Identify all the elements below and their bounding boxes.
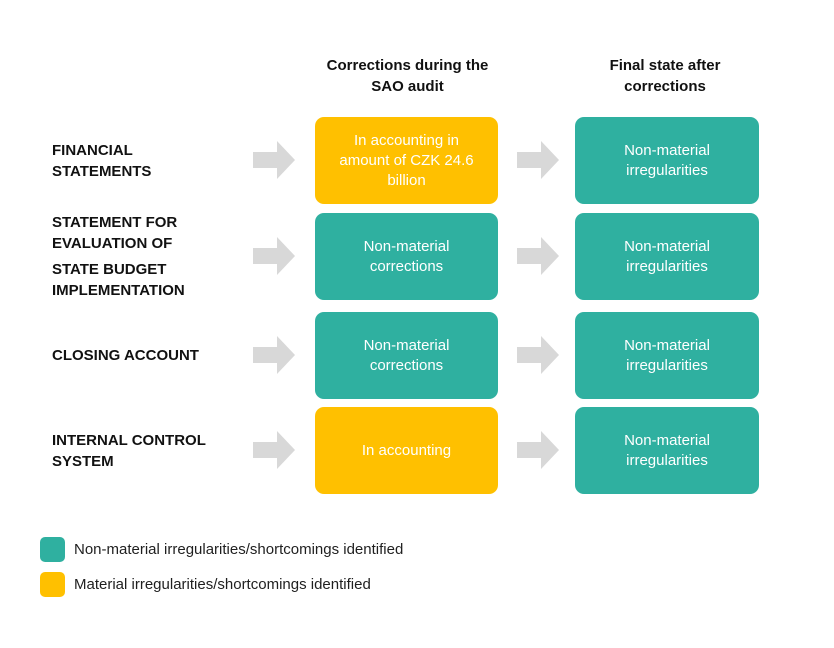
column-header-final-state: Final state after corrections [609,57,721,95]
correction-box: In accounting in amount of CZK 24.6 bill… [315,117,498,204]
row-label-text: INTERNAL CONTROL SYSTEM [52,431,206,470]
row-label: STATEMENT FOR EVALUATION OF STATE BUDGET… [52,213,252,300]
row-label: CLOSING ACCOUNT [52,312,252,399]
legend-label: Non-material irregularities/shortcomings… [74,541,404,558]
correction-box: In accounting [315,407,498,494]
row-label-text-2: STATE BUDGET IMPLEMENTATION [52,261,185,299]
right-arrow-icon [517,336,559,374]
right-arrow-icon [253,237,295,275]
row-label: FINANCIAL STATEMENTS [52,117,252,204]
correction-box: Non-material corrections [315,312,498,399]
legend-item-non-material: Non-material irregularities/shortcomings… [40,537,403,562]
final-state-box: Non-material irregularities [575,117,759,204]
row-statement-evaluation: STATEMENT FOR EVALUATION OF STATE BUDGET… [0,213,834,300]
row-label-text: FINANCIAL STATEMENTS [52,141,152,180]
final-state-box: Non-material irregularities [575,407,759,494]
final-state-box: Non-material irregularities [575,213,759,300]
row-internal-control-system: INTERNAL CONTROL SYSTEM In accounting No… [0,407,834,494]
right-arrow-icon [517,141,559,179]
right-arrow-icon [517,237,559,275]
correction-box: Non-material corrections [315,213,498,300]
row-label-text: CLOSING ACCOUNT [52,347,199,364]
right-arrow-icon [517,431,559,469]
row-closing-account: CLOSING ACCOUNT Non-material corrections… [0,312,834,399]
row-label-text: STATEMENT FOR EVALUATION OF [52,214,178,252]
legend-swatch-yellow [40,572,65,597]
column-header-corrections-during-audit: Corrections during the SAO audit [326,57,489,95]
right-arrow-icon [253,336,295,374]
row-label: INTERNAL CONTROL SYSTEM [52,407,252,494]
right-arrow-icon [253,431,295,469]
row-financial-statements: FINANCIAL STATEMENTS In accounting in am… [0,117,834,204]
legend-label: Material irregularities/shortcomings ide… [74,576,371,593]
right-arrow-icon [253,141,295,179]
legend-swatch-teal [40,537,65,562]
legend-item-material: Material irregularities/shortcomings ide… [40,572,371,597]
final-state-box: Non-material irregularities [575,312,759,399]
